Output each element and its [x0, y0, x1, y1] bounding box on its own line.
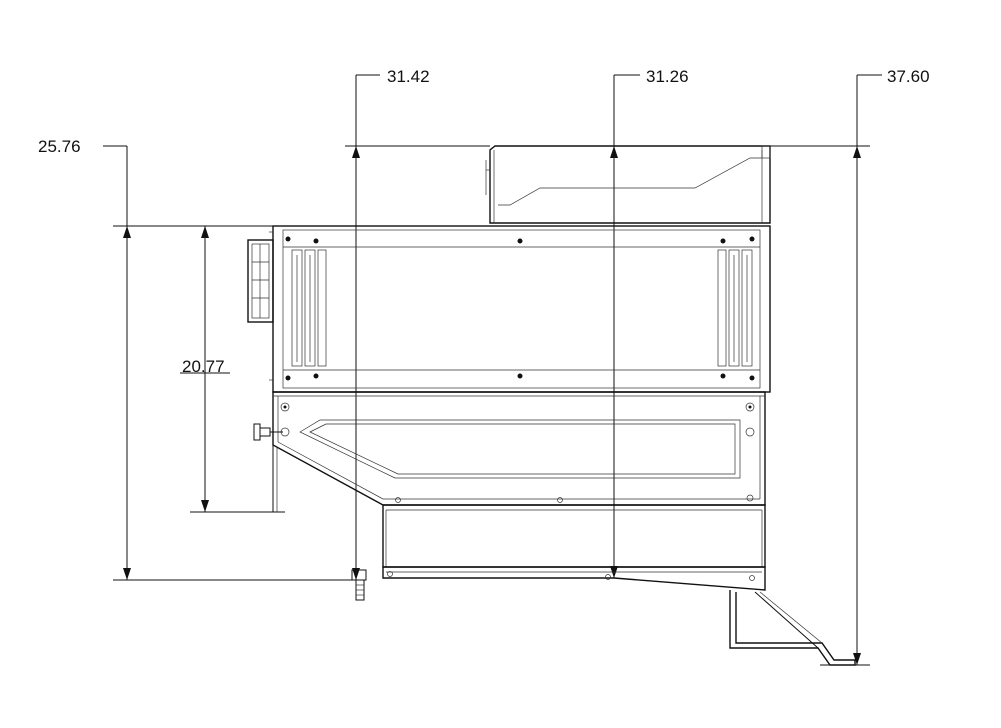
discharge-bracket — [729, 590, 856, 666]
dimension-31-42: 31.42 — [345, 67, 490, 580]
dim-label-37-60: 37.60 — [887, 67, 930, 86]
top-hopper — [485, 145, 771, 224]
lower-tray — [351, 504, 766, 601]
dimension-25-76: 25.76 — [38, 137, 360, 581]
dim-label-31-26: 31.26 — [646, 67, 689, 86]
dimension-31-26: 31.26 — [610, 67, 689, 578]
dimension-20-77: 20.77 — [180, 226, 285, 513]
middle-chute — [253, 391, 766, 513]
upper-frame — [247, 225, 771, 393]
dim-label-20-77: 20.77 — [182, 357, 225, 376]
dim-label-31-42: 31.42 — [387, 67, 430, 86]
dim-label-25-76: 25.76 — [38, 137, 81, 156]
dimension-37-60: 37.60 — [770, 67, 930, 666]
